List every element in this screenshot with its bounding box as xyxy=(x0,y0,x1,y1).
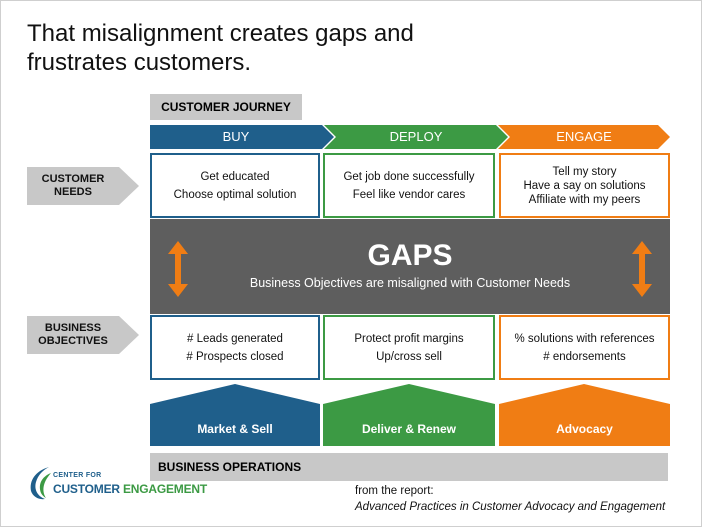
slide-title: That misalignment creates gaps and frust… xyxy=(27,20,414,76)
source-prefix: from the report: xyxy=(355,485,434,497)
objective-engage-line-2: # endorsements xyxy=(543,350,626,363)
objective-box-buy: # Leads generated # Prospects closed xyxy=(150,315,320,380)
logo-customer-text: CUSTOMER xyxy=(53,482,123,496)
gaps-band xyxy=(150,219,670,314)
business-objectives-arrow xyxy=(119,316,139,354)
need-engage-line-1: Tell my story xyxy=(552,165,617,178)
need-buy-line-1: Get educated xyxy=(200,170,270,183)
logo-line-2: CUSTOMER ENGAGEMENT xyxy=(53,482,207,496)
customer-needs-arrow xyxy=(119,167,139,205)
logo-engagement-text: ENGAGEMENT xyxy=(122,482,207,496)
need-deploy-line-2: Feel like vendor cares xyxy=(352,188,466,201)
objective-buy-line-2: # Prospects closed xyxy=(186,350,284,363)
gaps-title: GAPS xyxy=(367,239,453,272)
double-arrow-left-icon xyxy=(168,241,188,297)
logo-line-1: CENTER FOR xyxy=(53,472,102,479)
objective-box-deploy: Protect profit margins Up/cross sell xyxy=(323,315,495,380)
journey-chevrons xyxy=(150,125,670,149)
gaps-subtitle: Business Objectives are misaligned with … xyxy=(249,276,571,290)
need-box-engage: Tell my story Have a say on solutions Af… xyxy=(499,153,670,218)
source-report-title: Advanced Practices in Customer Advocacy … xyxy=(355,501,666,513)
chevron-buy xyxy=(150,125,334,149)
business-objectives-label: BUSINESS OBJECTIVES xyxy=(27,316,119,354)
phase-buy-label: BUY xyxy=(222,129,250,144)
double-arrow-right-icon xyxy=(632,241,652,297)
objective-deploy-line-2: Up/cross sell xyxy=(376,350,442,363)
business-operations-label: BUSINESS OPERATIONS xyxy=(150,453,668,481)
need-deploy-line-1: Get job done successfully xyxy=(343,170,475,183)
chevron-engage xyxy=(498,125,670,149)
house-deliver-renew xyxy=(323,384,495,446)
objective-buy-line-1: # Leads generated xyxy=(187,332,283,345)
chevron-deploy xyxy=(324,125,508,149)
phase-deploy-label: DEPLOY xyxy=(389,129,443,144)
need-buy-line-2: Choose optimal solution xyxy=(173,188,297,201)
house-market-sell-label: Market & Sell xyxy=(197,422,273,436)
logo-swoosh-icon xyxy=(30,467,51,500)
customer-needs-label: CUSTOMER NEEDS xyxy=(27,167,119,205)
need-engage-line-2: Have a say on solutions xyxy=(523,179,646,192)
objective-box-engage: % solutions with references # endorsemen… xyxy=(499,315,670,380)
house-advocacy xyxy=(499,384,670,446)
house-market-sell xyxy=(150,384,320,446)
customer-journey-label: CUSTOMER JOURNEY xyxy=(150,94,302,120)
house-deliver-renew-label: Deliver & Renew xyxy=(361,422,457,436)
objective-engage-line-1: % solutions with references xyxy=(514,332,655,345)
need-box-buy: Get educated Choose optimal solution xyxy=(150,153,320,218)
need-engage-line-3: Affiliate with my peers xyxy=(528,193,641,206)
objective-deploy-line-1: Protect profit margins xyxy=(354,332,464,345)
house-advocacy-label: Advocacy xyxy=(556,422,613,436)
need-box-deploy: Get job done successfully Feel like vend… xyxy=(323,153,495,218)
phase-engage-label: ENGAGE xyxy=(556,129,612,144)
